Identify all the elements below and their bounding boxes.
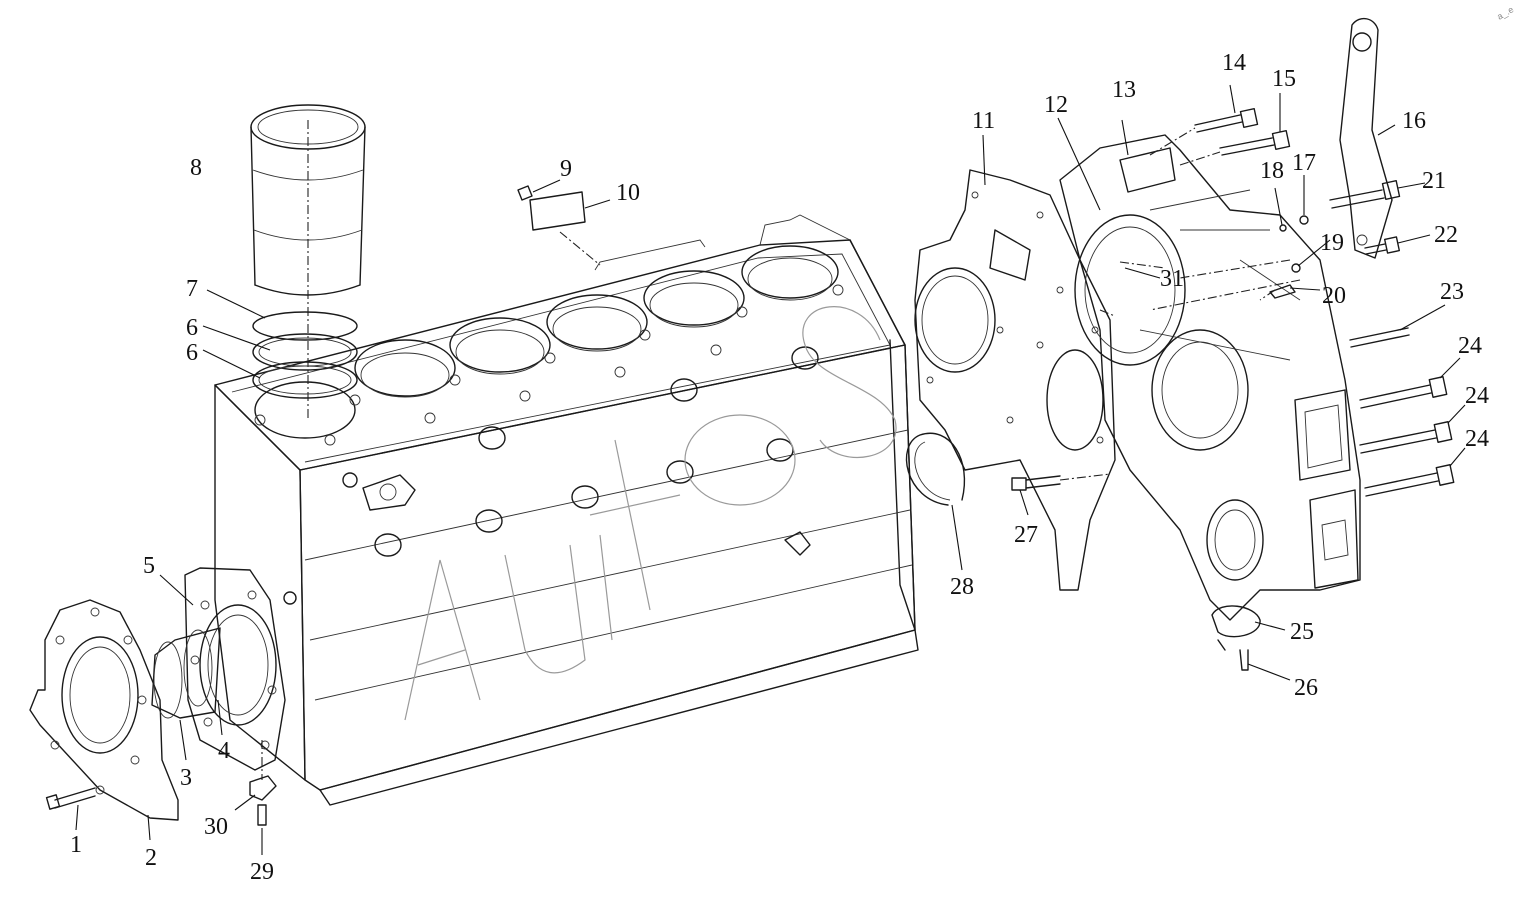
label-part-20: 20 (1322, 283, 1346, 309)
part-25-26-cover (1211, 605, 1261, 671)
part-2-seal-cover (29, 599, 179, 821)
part-28-snap-ring (905, 432, 966, 506)
part-14-15-bolts (1149, 108, 1291, 166)
label-part-10: 10 (616, 180, 640, 206)
label-part-6-b: 6 (186, 340, 198, 366)
label-part-6-a: 6 (186, 315, 198, 341)
label-part-26: 26 (1294, 675, 1318, 701)
part-1-bolt (45, 787, 96, 810)
label-part-2: 2 (145, 845, 157, 871)
leader-lines (75, 84, 1466, 855)
label-part-8: 8 (190, 155, 202, 181)
cylinder-block (214, 214, 919, 806)
label-part-9: 9 (560, 156, 572, 182)
label-part-18: 18 (1260, 158, 1284, 184)
label-part-27: 27 (1014, 522, 1038, 548)
label-part-3: 3 (180, 765, 192, 791)
label-part-17: 17 (1292, 150, 1316, 176)
label-part-11: 11 (972, 108, 995, 134)
label-part-25: 25 (1290, 619, 1314, 645)
label-part-21: 21 (1422, 168, 1446, 194)
part-27-bolt (1011, 473, 1111, 491)
label-part-14: 14 (1222, 50, 1246, 76)
label-part-1: 1 (70, 832, 82, 858)
label-part-4: 4 (218, 738, 230, 764)
part-3-4-seal-rings (151, 627, 221, 719)
rear-seal-carrier (184, 567, 286, 771)
part-9-10-cover-plate (517, 185, 601, 266)
part-17-20-hardware (1269, 215, 1309, 299)
label-part-24-c: 24 (1465, 426, 1489, 452)
label-part-22: 22 (1434, 222, 1458, 248)
label-part-12: 12 (1044, 92, 1068, 118)
part-29-30-fitting (249, 740, 277, 826)
part-13-gear-housing (1059, 134, 1361, 621)
label-part-7: 7 (186, 276, 198, 302)
label-part-24-a: 24 (1458, 333, 1482, 359)
label-part-23: 23 (1440, 279, 1464, 305)
part-6-7-o-rings (252, 311, 358, 399)
part-16-lifting-bracket (1339, 17, 1393, 259)
watermark-autos (404, 306, 897, 721)
part-21-22-bolts (1329, 180, 1401, 255)
label-part-31: 31 (1160, 266, 1184, 292)
label-part-16: 16 (1402, 108, 1426, 134)
corner-watermark: a_.e (1495, 4, 1515, 21)
part-labels: 1 2 3 4 5 6 6 7 8 9 10 11 12 13 14 15 16… (70, 50, 1489, 885)
label-part-5: 5 (143, 553, 155, 579)
label-part-15: 15 (1272, 66, 1296, 92)
label-part-13: 13 (1112, 77, 1136, 103)
label-part-30: 30 (204, 814, 228, 840)
label-part-19: 19 (1320, 230, 1344, 256)
label-part-28: 28 (950, 574, 974, 600)
label-part-24-b: 24 (1465, 383, 1489, 409)
label-part-29: 29 (250, 859, 274, 885)
part-23-24-bolts (1349, 327, 1455, 497)
assembly-lines (1099, 259, 1301, 317)
